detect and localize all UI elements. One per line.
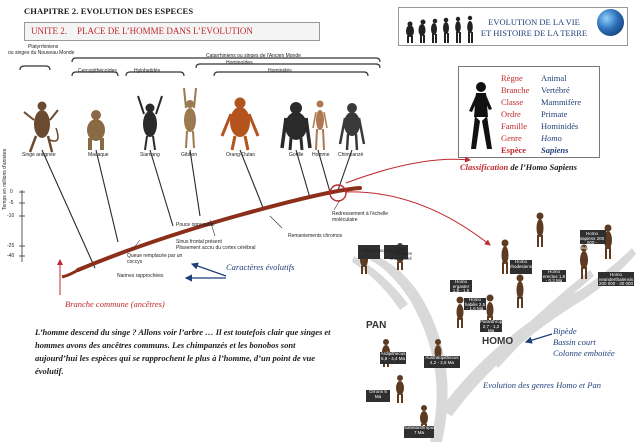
logo-line-1: EVOLUTION DE LA VIE [488, 17, 580, 27]
note-queue: Queue remplacée par un coccyx [127, 253, 183, 265]
label-homo-habilis: Homo habilis 2,5 - 1,6 Ma [464, 297, 486, 311]
homo-genus-label: HOMO [482, 336, 514, 347]
unit-title: PLACE DE L’HOMME DANS L’EVOLUTION [77, 26, 253, 36]
unit-code: UNITE 2. [31, 26, 67, 36]
note-redressement: Redressement à l'échelle moléculaire [332, 211, 388, 223]
label-homo-sapiens: Homo sapiens 200 000 - aujourd'hui [579, 231, 605, 250]
note-plissement: Plissement accru du cortex cérébral [176, 245, 256, 251]
hominid-figure [396, 375, 404, 403]
highlight-circle [329, 184, 347, 202]
label-sahelanthropus: Sahelanthropus 7 Ma [404, 425, 436, 435]
label-paranthropus: Paranthropus 2,7 - 1,2 Ma [480, 319, 508, 333]
caracteres-arrows [184, 262, 227, 282]
hominid-figure [456, 296, 464, 328]
homo-figure-caption: Evolution des genres Homo et Pan [483, 380, 601, 390]
traits-list: Bipède Bassin court Colonne emboitée [553, 326, 615, 359]
homo-pan-figure [352, 212, 636, 442]
unit-banner: UNITE 2. PLACE DE L’HOMME DANS L’EVOLUTIO… [24, 22, 320, 41]
y-axis-label: Temps en millions d'années [2, 148, 8, 210]
species-label: Macaque [88, 152, 109, 158]
branch-common-label: Branche commune (ancêtres) [65, 299, 165, 309]
note-narines: Narines rapprochées [117, 273, 164, 279]
y-tick: -10 [7, 213, 15, 219]
clade-cercopithecoides: Cercopithécoïdes [78, 68, 117, 74]
hominid-figure [536, 212, 544, 247]
species-label: Singe araignée [22, 152, 56, 158]
intro-paragraph: L’homme descend du singe ? Allons voir l… [35, 327, 331, 376]
clade-catarrhiniens: Catarrhiniens ou singes de l'Ancien Mond… [206, 53, 301, 59]
chimpanzee-figure [344, 112, 360, 136]
label-orrorin: Orrorin 6 Ma [369, 389, 387, 399]
species-label: Orang-Outan [226, 152, 256, 158]
bracket-hominides [213, 71, 369, 77]
clade-platyrrhiniens-sub: ou singes du Nouveau Monde [8, 50, 75, 56]
note-sinus: Sinus frontal présent [176, 239, 222, 245]
trait-item: Bipède [553, 326, 577, 336]
note-pouce: Pouce opposable [176, 222, 215, 228]
label-homo-ergaster: Homo ergaster 1,9 - 1,5 Ma [452, 279, 470, 298]
species-label: Siamang [140, 152, 160, 158]
clade-hominides: Hominidés [268, 68, 292, 74]
classification-caption: Classification de l’Homo Sapiens [460, 162, 577, 172]
y-tick: -40 [7, 253, 15, 259]
logo-box: EVOLUTION DE LA VIE ET HISTOIRE DE LA TE… [398, 7, 628, 46]
label-homo-neander: Homo neanderthalensis 200 000 - 30 000 [598, 272, 634, 286]
clade-platyrrhiniens: Platyrrhiniens [28, 44, 59, 50]
chapter-title: CHAPITRE 2. EVOLUTION DES ESPECES [24, 6, 194, 16]
walking-man-icon [469, 82, 492, 149]
hominid-figure [501, 239, 509, 274]
gorilla-figure [285, 112, 307, 140]
bracket-cercopithecoides [71, 71, 119, 77]
gibbon-figure [184, 108, 196, 132]
human-figure [316, 110, 324, 130]
label-homo-erectus: Homo erectus 1,8 - 0,3 Ma [542, 269, 566, 283]
species-label: Homme [312, 152, 330, 158]
caracteres-evolutifs-label: Caractères évolutifs [226, 262, 295, 272]
orang-outan-figure [230, 107, 250, 137]
bracket-hylobatides [125, 71, 185, 77]
clade-hominoides: Hominoïdes [226, 60, 253, 66]
macaque-figure [87, 119, 105, 141]
y-tick: 0 [10, 189, 13, 195]
logo-line-2: ET HISTOIRE DE LA TERRE [480, 28, 588, 38]
species-label: Gibbon [181, 152, 198, 158]
label-ardipithecus: Ardipithecus 5,8 - 4,4 Ma [380, 351, 406, 361]
globe-icon [597, 9, 624, 36]
label-pan-troglodytes: Pan troglodytes chimpanzé [389, 246, 412, 261]
bracket-platyrrhiniens [19, 65, 51, 71]
evolution-march-icon [406, 15, 473, 43]
trait-item: Bassin court [553, 337, 596, 347]
label-australopithecus: Australopithecus 4,2 - 2,5 Ma [425, 355, 459, 365]
y-tick: -25 [7, 243, 15, 249]
bracket-hominoides [195, 63, 381, 69]
siamang-figure [143, 111, 157, 137]
trait-item: Colonne emboitée [553, 348, 615, 358]
spider-monkey-figure [34, 110, 50, 138]
hominid-figure [580, 244, 588, 279]
bracket-catarrhiniens [71, 57, 381, 63]
clade-hylobatides: Hylobatidés [134, 68, 161, 74]
label-homo-rhodesiensis: Homo rhodesiensis [510, 259, 536, 269]
pan-genus-label: PAN [366, 320, 387, 331]
y-tick: -5 [9, 200, 14, 206]
traits-arrow [524, 333, 553, 344]
hominid-figure [516, 274, 524, 308]
phylogenetic-tree [19, 57, 381, 279]
species-label: Chimpanzé [338, 152, 364, 158]
species-label: Gorille [289, 152, 304, 158]
label-pan-paniscus: Pan paniscus bonobo [362, 248, 406, 253]
note-remaniements: Remaniements chromos [288, 233, 343, 239]
evolution-trunk [76, 186, 362, 272]
red-arrows [57, 156, 491, 295]
